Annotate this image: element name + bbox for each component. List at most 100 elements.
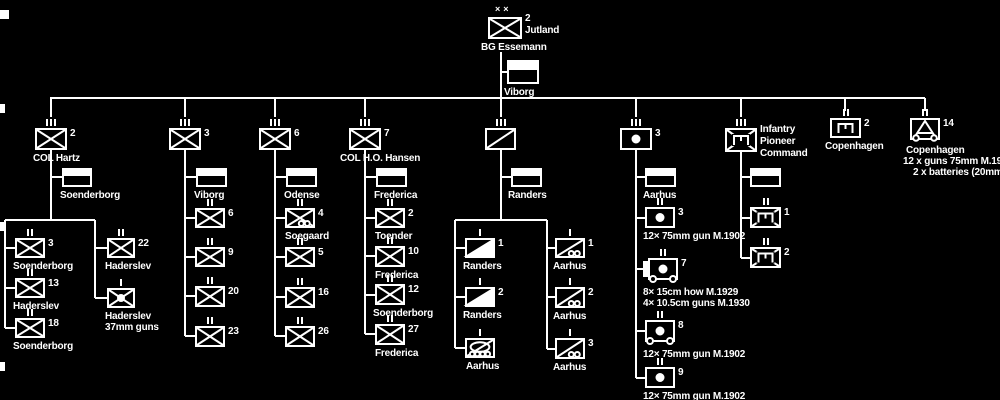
- unit-number: 8: [678, 320, 684, 331]
- unit-label: Soenderborg: [13, 261, 74, 272]
- cavalry-bicycle-symbol: [556, 239, 584, 257]
- unit-box-frederica-hq: [376, 168, 407, 187]
- unit-label: COL H.O. Hansen: [340, 153, 421, 164]
- unit-label: 8× 15cm how M.1929: [643, 287, 739, 298]
- connector-line: [185, 295, 195, 297]
- unit-box-art-battalion-8: [645, 320, 675, 345]
- unit-number: 3: [678, 207, 684, 218]
- hq-symbol: [287, 169, 316, 176]
- hq-symbol: [508, 61, 538, 70]
- unit-box-squadron-1-randers: [463, 238, 495, 258]
- connector-line: [4, 220, 6, 328]
- connector-line: [364, 150, 366, 334]
- connector-line: [185, 256, 195, 258]
- unit-number: 14: [943, 118, 954, 129]
- size-marker: [207, 277, 213, 284]
- connector-line: [50, 98, 52, 117]
- unit-name-line: 2: [525, 13, 531, 24]
- unit-box-battalion-3: [15, 238, 45, 258]
- connector-line: [275, 296, 285, 298]
- unit-label: Randers: [508, 190, 547, 201]
- connector-line: [95, 247, 107, 249]
- unit-label: 12× 75mm gun M.1902: [643, 391, 746, 400]
- cavalry-bicycle-symbol: [556, 288, 584, 307]
- connector-line: [501, 71, 507, 73]
- unit-label: Soenderborg: [373, 308, 434, 319]
- unit-number: 22: [138, 238, 149, 249]
- size-marker: [569, 278, 571, 285]
- infantry-symbol: [260, 129, 290, 149]
- connector-line: [454, 220, 456, 348]
- connector-line: [455, 247, 465, 249]
- connector-line: [275, 256, 285, 258]
- connector-line: [636, 176, 645, 178]
- connector-line: [365, 333, 375, 335]
- hq-symbol: [197, 169, 226, 176]
- connector-line: [274, 150, 276, 336]
- artillery-symbol: [655, 213, 665, 222]
- unit-number: 13: [48, 278, 59, 289]
- connector-line: [500, 150, 502, 220]
- edge-artifact: [0, 222, 5, 231]
- armored-cavalry-symbol: [463, 287, 494, 306]
- hq-symbol: [377, 169, 406, 176]
- infantry-symbol: [376, 325, 404, 344]
- unit-number: 27: [408, 324, 419, 335]
- unit-box-battalion-9: [195, 247, 225, 267]
- size-marker: [736, 119, 746, 126]
- infantry-symbol: [36, 129, 66, 149]
- size-marker: [46, 119, 56, 126]
- unit-box-cavalry-regiment: [485, 128, 516, 150]
- size-marker: [479, 278, 481, 285]
- unit-label: Soegaard: [285, 231, 329, 242]
- aa-mot-symbol: [912, 119, 938, 142]
- connector-line: [455, 219, 547, 221]
- connector-line: [185, 176, 196, 178]
- unit-number: 2: [408, 208, 414, 219]
- connector-line: [365, 294, 375, 296]
- infantry-symbol: [108, 239, 134, 257]
- unit-label: Haderslev: [13, 301, 60, 312]
- unit-number: 3: [204, 128, 210, 139]
- connector-line: [741, 176, 750, 178]
- infantry-symbol: [16, 239, 44, 257]
- unit-label: COL Hartz: [33, 153, 80, 164]
- connector-line: [547, 348, 555, 350]
- unit-box-squadron-2-aarhus: [555, 287, 585, 308]
- unit-number: 10: [408, 246, 419, 257]
- unit-box-battalion-13: [15, 278, 45, 298]
- size-marker: [27, 309, 33, 316]
- connector-line: [5, 247, 15, 249]
- size-marker: [27, 269, 33, 276]
- unit-label: 12× 75mm gun M.1902: [643, 349, 746, 360]
- unit-box-battalion-20: [195, 286, 225, 307]
- unit-number: 4: [318, 208, 324, 219]
- connector-line: [636, 268, 643, 270]
- unit-number: 7: [384, 128, 390, 139]
- unit-label: BG Essemann: [481, 42, 547, 53]
- size-marker: [207, 238, 213, 245]
- size-marker: [207, 317, 213, 324]
- size-marker: [657, 198, 663, 205]
- unit-number: 1: [498, 238, 504, 249]
- unit-box-regiment-7: [349, 128, 381, 150]
- size-marker: [569, 329, 571, 336]
- unit-box-odense-hq: [286, 168, 317, 187]
- connector-line: [185, 217, 195, 219]
- size-marker: [479, 229, 481, 236]
- unit-box-squadron-2-randers: [463, 287, 495, 307]
- unit-label: Haderslev: [105, 311, 152, 322]
- unit-number: 12: [408, 284, 419, 295]
- connector-line: [365, 217, 375, 219]
- connector-line: [50, 97, 925, 99]
- unit-box-viborg-reg-hq: [196, 168, 227, 187]
- unit-number: 2: [588, 287, 594, 298]
- artillery-symbol: [655, 373, 665, 382]
- unit-box-battalion-23: [195, 326, 225, 347]
- connector-line: [741, 257, 750, 259]
- unit-number: 2: [864, 118, 870, 129]
- artillery-mot-symbol: [646, 326, 674, 345]
- size-marker: [120, 279, 122, 286]
- size-marker: [360, 119, 370, 126]
- connector-line: [184, 98, 186, 117]
